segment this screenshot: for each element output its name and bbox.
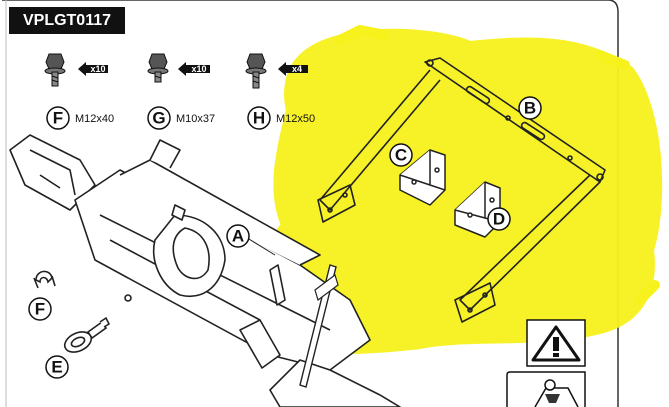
svg-text:M10x37: M10x37 — [176, 113, 215, 125]
yellow-highlight-strokes — [257, 24, 660, 325]
pointer-rod — [299, 264, 337, 388]
svg-text:M12x40: M12x40 — [75, 113, 114, 125]
rod-bracket — [314, 274, 339, 301]
quantity-badge-h: x4 — [278, 62, 308, 76]
mounting-frame-part-b — [317, 57, 606, 323]
hardware-label-f: F M12x40 — [46, 106, 114, 130]
svg-text:G: G — [152, 109, 165, 128]
bolt-icon — [245, 53, 267, 89]
svg-text:E: E — [51, 358, 62, 377]
bolt-icon — [147, 53, 169, 83]
document-code-badge: VPLGT0117 — [9, 7, 125, 34]
wrench-icon — [506, 371, 586, 407]
svg-text:F: F — [35, 300, 45, 319]
svg-text:H: H — [253, 109, 265, 128]
svg-text:F: F — [53, 109, 63, 128]
warning-triangle-icon — [526, 319, 586, 367]
quantity-badge-g: x10 — [178, 62, 210, 76]
part-label-f: F — [28, 297, 52, 321]
bolt-icon — [44, 53, 66, 87]
eye-bolt-part-e — [63, 316, 111, 353]
svg-text:x10: x10 — [90, 64, 105, 74]
hardware-label-h: H M12x50 — [247, 106, 315, 130]
svg-text:B: B — [524, 99, 536, 118]
chassis-frame-part-a — [9, 134, 401, 407]
quantity-badge-f: x10 — [78, 62, 108, 76]
part-label-a: A — [226, 224, 250, 248]
page-border — [2, 0, 619, 407]
svg-text:x10: x10 — [191, 64, 206, 74]
clip-part-f — [33, 270, 56, 289]
svg-text:x4: x4 — [292, 64, 302, 74]
svg-text:C: C — [395, 146, 407, 165]
svg-text:D: D — [493, 210, 505, 229]
svg-text:M12x50: M12x50 — [276, 113, 315, 125]
part-label-b: B — [518, 96, 542, 120]
part-label-d: D — [487, 207, 511, 231]
part-label-e: E — [45, 355, 69, 379]
bracket-part-c — [399, 149, 446, 206]
svg-text:A: A — [232, 227, 244, 246]
hardware-label-g: G M10x37 — [147, 106, 215, 130]
part-label-c: C — [389, 143, 413, 167]
